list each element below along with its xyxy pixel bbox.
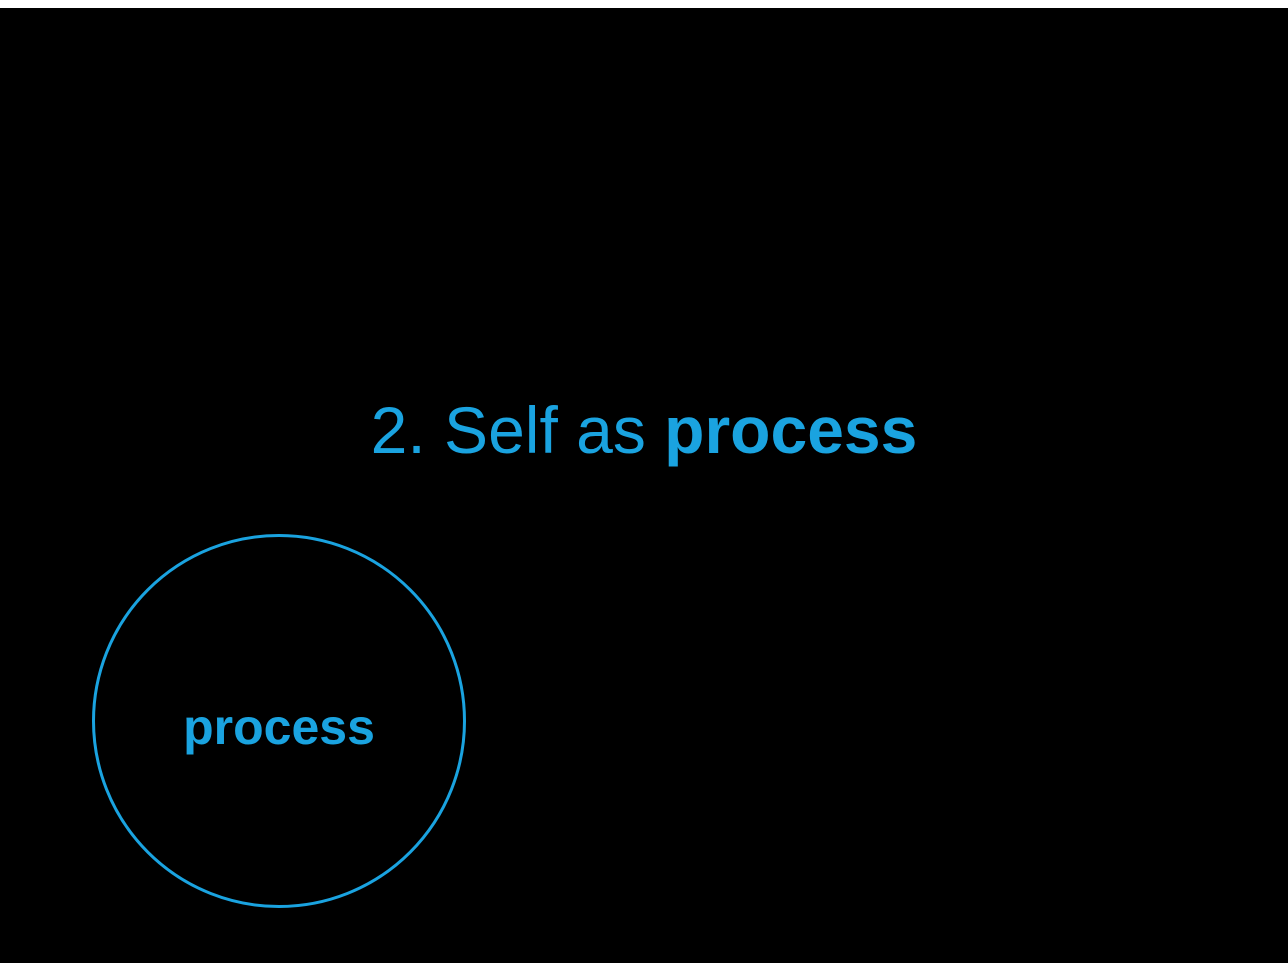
- process-circle: process: [92, 534, 466, 908]
- process-circle-label: process: [183, 699, 375, 755]
- slide-title-prefix: 2. Self as: [370, 393, 665, 467]
- slide-title: 2. Self as process: [0, 390, 1288, 470]
- slide-title-emphasis: process: [664, 393, 918, 467]
- slide: 2. Self as process process: [0, 8, 1288, 963]
